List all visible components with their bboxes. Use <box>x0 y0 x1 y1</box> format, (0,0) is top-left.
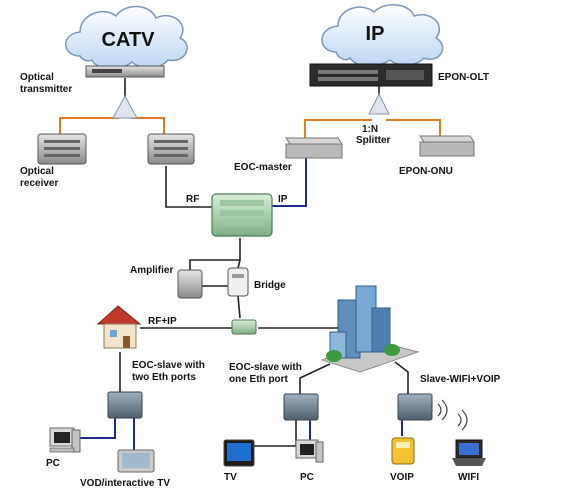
building-icon <box>320 285 420 373</box>
eoc-slave-one-label-1: EOC-slave with <box>229 362 302 373</box>
link-olt-onu-right <box>386 119 441 136</box>
bridge-label: Bridge <box>254 280 286 291</box>
optical-receiver-left <box>37 133 87 165</box>
pc-left-label: PC <box>46 458 60 469</box>
eoc-slave-one-device <box>283 393 319 421</box>
optical-transmitter-label-2: transmitter <box>20 84 72 95</box>
eoc-slave-one-label-2: one Eth port <box>229 374 289 385</box>
slave-wifi-voip-label: Slave-WIFI+VOIP <box>420 374 501 385</box>
epon-onu-left <box>285 137 343 159</box>
link-master-bridge <box>237 259 241 269</box>
pc-mid-label: PC <box>300 472 314 483</box>
optical-transmitter-label-1: Optical <box>20 72 54 83</box>
eoc-master-label: EOC-master <box>234 162 292 173</box>
rf-ip-label: RF+IP <box>148 316 177 327</box>
link-catv-rx-right <box>131 117 165 134</box>
wifi-label: WIFI <box>458 472 479 483</box>
amplifier-label: Amplifier <box>130 265 173 276</box>
epon-onu-right <box>419 135 475 157</box>
epon-olt-label: EPON-OLT <box>438 72 489 83</box>
voip-label: VOIP <box>390 472 414 483</box>
pc-mid-icon <box>295 439 324 463</box>
link-pc-slave-left <box>78 418 116 439</box>
link-olt-onu-left <box>304 119 372 138</box>
vod-tv-label: VOD/interactive TV <box>80 478 170 489</box>
ip-label: IP <box>278 194 288 205</box>
link-onu-master-ip <box>272 158 307 207</box>
house-icon <box>96 305 142 349</box>
bridge-device <box>227 267 249 297</box>
optical-receiver-label-1: Optical <box>20 166 54 177</box>
optical-receiver-right <box>147 133 195 165</box>
vod-tv-icon <box>117 449 155 473</box>
epon-onu-label: EPON-ONU <box>399 166 453 177</box>
link-rx-master-rf <box>165 166 212 208</box>
tv-label: TV <box>224 472 237 483</box>
eoc-slave-two-device <box>107 391 143 419</box>
amplifier-device <box>177 269 203 299</box>
pc-left-icon <box>49 427 81 453</box>
link-tv-slave <box>252 420 297 447</box>
voip-phone-icon <box>391 437 415 465</box>
coax-splitter-device <box>231 319 257 335</box>
ip-cloud-label: IP <box>366 23 385 45</box>
epon-olt-device <box>309 63 433 87</box>
tv-icon <box>223 439 255 467</box>
link-catv-rx-left <box>59 117 119 134</box>
wifi-laptop-icon <box>452 439 486 466</box>
slave-wifi-voip-device <box>397 393 433 421</box>
eoc-slave-two-label-1: EOC-slave with <box>132 360 205 371</box>
orange-links <box>59 117 441 138</box>
olt-splitter-icon <box>368 92 390 115</box>
splitter-label-1: 1:N <box>362 124 378 135</box>
eoc-slave-two-label-2: two Eth ports <box>132 372 196 383</box>
catv-splitter-icon <box>112 94 138 119</box>
wireless-signal-icon <box>437 399 468 431</box>
link-building-slave-mid <box>299 363 331 394</box>
rf-label: RF <box>186 194 199 205</box>
splitter-label-2: Splitter <box>356 135 391 146</box>
link-bridge-splitter <box>237 295 241 319</box>
optical-receiver-label-2: receiver <box>20 178 58 189</box>
eoc-master-device <box>211 193 273 237</box>
catv-cloud-label: CATV <box>102 29 156 51</box>
link-building-slave-right <box>394 361 409 394</box>
optical-transmitter-device <box>85 65 165 78</box>
